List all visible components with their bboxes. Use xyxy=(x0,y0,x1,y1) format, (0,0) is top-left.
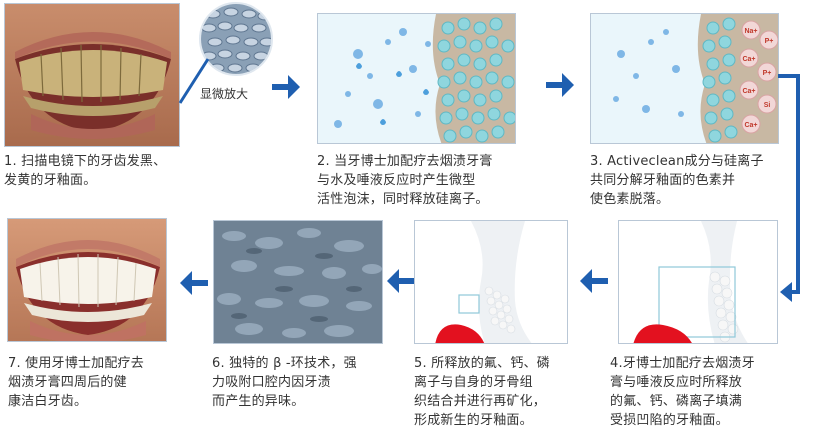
ion-label: P+ xyxy=(765,38,774,45)
step4-caption: 4.牙博士加配疗去烟渍牙 膏与唾液反应时所释放 的氟、钙、磷离子填满 受损凹陷的… xyxy=(610,356,755,428)
step3-caption: 3. Activeclean成分与硅离子 共同分解牙釉面的色素并 使色素脱落。 xyxy=(590,154,764,207)
arrow-left-icon xyxy=(580,269,608,293)
arrow-left-icon xyxy=(387,269,415,293)
ion-label: Na+ xyxy=(744,28,757,35)
arrow-right-icon xyxy=(272,75,300,99)
step3-image: Na+ P+ Ca+ P+ Ca+ Si Ca+ xyxy=(590,13,779,144)
step5-caption: 5. 所释放的氟、钙、磷 离子与自身的牙骨组 织结合并进行再矿化， 形成新生的牙… xyxy=(414,356,550,428)
ion-label: Ca+ xyxy=(742,88,755,95)
connector-down-arrow xyxy=(778,74,800,302)
step2-image xyxy=(317,13,516,144)
zoom-label: 显微放大 xyxy=(200,87,249,101)
arrow-left-icon xyxy=(180,271,208,295)
step2-caption: 2. 当牙博士加配疗去烟渍牙膏 与水及唾液反应时产生微型 活性泡沫，同时释放硅离… xyxy=(317,154,493,207)
ion-label: P+ xyxy=(763,70,772,77)
step7-caption: 7. 使用牙博士加配疗去 烟渍牙膏四周后的健 康洁白牙齿。 xyxy=(8,356,144,409)
step4-image xyxy=(618,220,778,344)
step7-image xyxy=(7,218,167,342)
step6-image xyxy=(213,220,383,344)
step1-image xyxy=(4,3,180,147)
zoom-connector-line xyxy=(178,58,210,104)
step5-image xyxy=(414,220,568,344)
ion-label: Si xyxy=(764,102,771,109)
ion-label: Ca+ xyxy=(744,122,757,129)
arrow-right-icon xyxy=(546,73,574,97)
ion-label: Ca+ xyxy=(742,56,755,63)
step6-caption: 6. 独特的 β -环技术，强 力吸附口腔内因牙渍 而产生的异味。 xyxy=(212,356,357,409)
micrograph-zoom-circle xyxy=(199,2,273,76)
step1-caption: 1. 扫描电镜下的牙齿发黑、 发黄的牙釉面。 xyxy=(4,154,167,188)
